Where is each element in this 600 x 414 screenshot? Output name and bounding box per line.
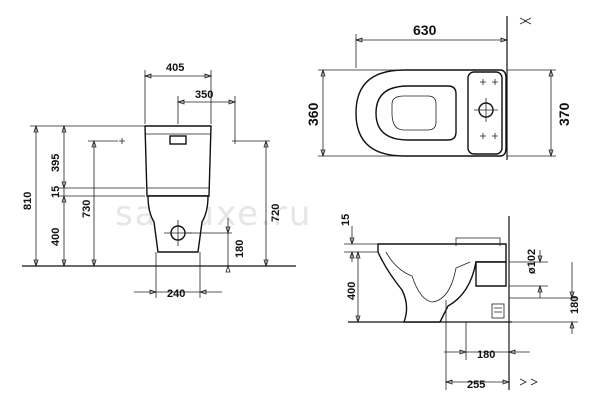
dim-810-label: 810 <box>22 192 34 210</box>
front-view: 405 350 810 395 15 400 <box>22 62 296 300</box>
dim-side-400: 400 <box>346 250 361 324</box>
dim-240: 240 <box>134 266 222 300</box>
side-connector-box <box>491 303 505 319</box>
dim-810: 810 <box>22 124 145 268</box>
top-view: 630 360 370 <box>305 16 572 160</box>
dim-730: 730 <box>81 139 118 268</box>
dim-630: 630 <box>354 22 509 68</box>
dim-255: 255 <box>444 300 511 391</box>
top-wall-break-mark <box>519 17 532 25</box>
side-tank-base <box>455 237 501 246</box>
side-outlet-spigot <box>475 261 507 287</box>
dim-720-label: 720 <box>270 204 282 222</box>
dim-side-180-v-label: 180 <box>569 296 581 314</box>
dim-360: 360 <box>305 68 404 158</box>
dim-240-label: 240 <box>167 288 185 300</box>
dim-370: 370 <box>507 68 572 158</box>
dim-400-label: 400 <box>50 228 62 246</box>
flush-button <box>169 135 187 145</box>
dim-405: 405 <box>143 62 213 124</box>
dim-350-label: 350 <box>195 89 213 101</box>
top-seat <box>375 85 457 141</box>
dim-side-180-v: 180 <box>509 262 581 334</box>
side-body-outline <box>377 243 507 323</box>
dim-diameter-label: ø102 <box>526 249 538 274</box>
dim-diameter: ø102 <box>509 249 548 298</box>
side-trap-line <box>385 251 471 303</box>
front-fixing-marks <box>119 138 238 144</box>
dim-405-label: 405 <box>166 62 184 74</box>
dim-395-label: 395 <box>50 154 62 172</box>
dim-15-label: 15 <box>50 186 62 198</box>
dim-720: 720 <box>238 139 282 268</box>
dim-360-label: 360 <box>305 102 321 126</box>
dim-front-180-label: 180 <box>234 240 246 258</box>
dim-630-label: 630 <box>413 22 437 38</box>
dim-730-label: 730 <box>81 200 93 218</box>
dim-255-label: 255 <box>467 379 485 391</box>
dim-side-180-h-label: 180 <box>477 349 495 361</box>
side-wall-break-mark <box>519 378 538 386</box>
dim-370-label: 370 <box>556 102 572 126</box>
dim-chain-left: 395 15 400 <box>50 124 145 268</box>
cistern-front <box>144 125 212 197</box>
side-view: 15 400 ø102 180 <box>340 214 581 391</box>
side-connector-lines <box>494 307 502 313</box>
dim-side-15: 15 <box>340 214 378 262</box>
dim-350: 350 <box>176 89 237 138</box>
dim-side-180-h: 180 <box>444 322 530 361</box>
top-flush-axis <box>474 98 498 122</box>
dim-side-400-label: 400 <box>346 282 358 300</box>
top-fixing-marks <box>480 79 498 139</box>
watermark-text: sanluxe.ru <box>115 194 312 234</box>
top-bowl-opening <box>391 95 437 131</box>
dim-side-15-label: 15 <box>340 214 352 226</box>
dim-front-180: 180 <box>186 218 246 273</box>
pan-foot-lines <box>155 252 201 266</box>
